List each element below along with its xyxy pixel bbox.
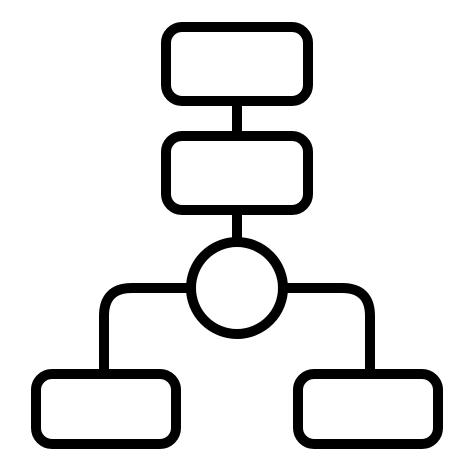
decision-circle — [186, 237, 288, 339]
bottom-left-box — [31, 369, 181, 449]
connector-circle-to-bottom-left — [99, 283, 190, 374]
top-box — [161, 22, 313, 106]
bottom-right-box — [293, 369, 443, 449]
connector-circle-to-bottom-right — [284, 283, 375, 374]
middle-box — [161, 131, 313, 215]
